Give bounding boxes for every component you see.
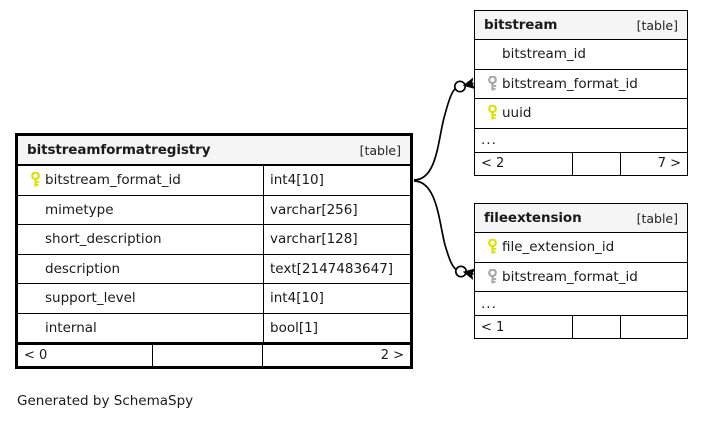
- column-name: bitstream_format_id: [45, 172, 181, 189]
- column-name: mimetype: [45, 201, 114, 218]
- edge-bitstreamformatregistry-fileextension: [413, 180, 476, 281]
- table-bitstream[interactable]: bitstream [table] bitstream_id bit: [474, 10, 688, 176]
- table-row[interactable]: bitstream_format_id: [475, 263, 687, 292]
- table-footer-bitstream: < 2 7 >: [475, 152, 687, 175]
- column-name-cell: uuid: [475, 99, 687, 128]
- column-name-cell: bitstream_format_id: [475, 70, 687, 99]
- column-name-cell: bitstream_format_id: [18, 166, 263, 195]
- table-row[interactable]: mimetype varchar[256]: [18, 195, 410, 225]
- column-type: varchar[256]: [270, 201, 358, 218]
- column-name: internal: [45, 319, 97, 336]
- table-footer-bitstreamformatregistry: < 0 2 >: [18, 343, 410, 366]
- column-type: int4[10]: [270, 290, 324, 307]
- footer-child-count: [621, 316, 687, 338]
- column-name-cell: mimetype: [18, 196, 263, 225]
- footer-parent-count: < 0: [18, 345, 153, 366]
- footer-child-count: 2 >: [380, 348, 404, 363]
- table-title: bitstream: [484, 17, 558, 33]
- table-header-bitstream: bitstream [table]: [475, 11, 687, 40]
- column-name: bitstream_format_id: [502, 75, 638, 92]
- table-fileextension[interactable]: fileextension [table] file_extension_id: [474, 203, 688, 339]
- footer-parent-count: < 2: [475, 152, 573, 175]
- table-bitstreamformatregistry[interactable]: bitstreamformatregistry [table] bitstrea…: [15, 133, 413, 369]
- diagram-caption: Generated by SchemaSpy: [17, 393, 194, 409]
- footer-child-count: 7 >: [657, 156, 681, 171]
- table-row[interactable]: bitstream_format_id: [475, 70, 687, 99]
- table-row[interactable]: description text[2147483647]: [18, 254, 410, 284]
- column-name: bitstream_id: [502, 46, 586, 63]
- column-name-cell: file_extension_id: [475, 233, 687, 262]
- table-row[interactable]: file_extension_id: [475, 233, 687, 263]
- primary-key-icon: [26, 172, 45, 188]
- column-name: bitstream_format_id: [502, 268, 638, 285]
- column-type: varchar[128]: [270, 231, 358, 248]
- table-row[interactable]: uuid: [475, 99, 687, 129]
- column-type-cell: varchar[256]: [263, 195, 410, 224]
- column-type-cell: int4[10]: [263, 166, 410, 195]
- primary-key-icon: [483, 239, 502, 255]
- column-name-cell: bitstream_format_id: [475, 263, 687, 292]
- edge-bitstreamformatregistry-bitstream: [413, 77, 476, 181]
- table-type-tag: [table]: [359, 142, 401, 158]
- table-row[interactable]: short_description varchar[128]: [18, 225, 410, 255]
- table-header-bitstreamformatregistry: bitstreamformatregistry [table]: [18, 136, 410, 166]
- column-name: short_description: [45, 231, 162, 248]
- column-name: description: [45, 260, 121, 277]
- column-type-cell: text[2147483647]: [263, 254, 410, 283]
- table-row[interactable]: support_level int4[10]: [18, 284, 410, 314]
- footer-parent-count: < 1: [475, 316, 573, 338]
- table-row[interactable]: internal bool[1]: [18, 313, 410, 343]
- column-name: file_extension_id: [502, 239, 615, 256]
- column-name: uuid: [502, 105, 532, 122]
- footer-middle: [573, 316, 621, 338]
- column-type: bool[1]: [270, 319, 318, 336]
- table-title: bitstreamformatregistry: [27, 142, 211, 158]
- foreign-key-icon: [483, 268, 502, 285]
- table-footer-fileextension: < 1: [475, 316, 687, 338]
- foreign-key-icon: [483, 75, 502, 92]
- column-name-cell: short_description: [18, 225, 263, 254]
- table-row[interactable]: bitstream_id: [475, 40, 687, 70]
- column-type: int4[10]: [270, 172, 324, 189]
- column-type-cell: varchar[128]: [263, 225, 410, 254]
- table-row[interactable]: bitstream_format_id int4[10]: [18, 166, 410, 196]
- column-name-cell: description: [18, 255, 263, 284]
- table-type-tag: [table]: [636, 210, 678, 226]
- column-type: text[2147483647]: [270, 260, 394, 277]
- column-name-cell: bitstream_id: [475, 40, 687, 69]
- column-name-cell: internal: [18, 314, 263, 343]
- table-type-tag: [table]: [636, 17, 678, 33]
- column-name: support_level: [45, 290, 136, 307]
- more-columns-indicator: ...: [475, 129, 687, 153]
- column-type-cell: int4[10]: [263, 284, 410, 313]
- table-header-fileextension: fileextension [table]: [475, 204, 687, 233]
- footer-middle: [153, 345, 263, 366]
- column-type-cell: bool[1]: [263, 313, 410, 342]
- column-name-cell: support_level: [18, 284, 263, 313]
- footer-middle: [573, 152, 621, 175]
- more-columns-indicator: ...: [475, 292, 687, 316]
- primary-key-icon: [483, 105, 502, 121]
- table-title: fileextension: [484, 210, 582, 226]
